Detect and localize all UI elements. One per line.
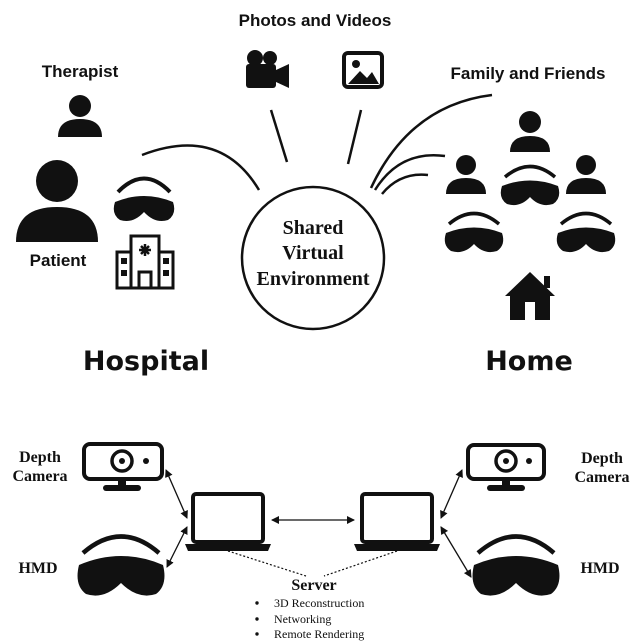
laptop-icon-left [185,492,271,551]
photos-videos-label: Photos and Videos [239,11,392,30]
server-item-2: Networking [274,612,331,626]
family-friends-label: Family and Friends [451,64,606,83]
bullet-icon [255,632,259,636]
depth-camera-icon-right [466,443,546,491]
server-item-1: 3D Reconstruction [274,596,364,610]
depth-camera-icon-left [82,442,164,491]
patient-hmd-icon [113,176,175,221]
depth-camera-right-label-1: Depth [581,450,623,467]
bullet-icon [255,601,259,605]
family-hmd-icon-left [444,211,504,253]
depth-camera-right-label-2: Camera [574,469,629,486]
patient-person-icon [16,160,98,242]
server-dotted-lines [227,550,398,577]
depth-camera-left-label-2: Camera [12,468,67,485]
family-person-icon-left [446,155,486,194]
family-hmd-icon-right [556,211,616,253]
laptop-icon-right [354,492,440,551]
hospital-icon [115,234,175,290]
connection-arrows [165,469,472,578]
therapist-label: Therapist [42,62,119,81]
connection-lines [141,93,493,195]
hmd-right-label: HMD [580,560,619,577]
home-label: Home [485,346,573,377]
image-icon [342,51,384,89]
family-person-icon-top [510,111,550,152]
hmd-left-label: HMD [18,560,57,577]
server-items-list: 3D Reconstruction Networking Remote Rend… [255,596,364,641]
center-text-line1: Shared [283,217,344,239]
shared-environment-circle [240,185,386,331]
patient-label: Patient [30,251,87,270]
hospital-label: Hospital [83,346,209,377]
family-hmd-icon-center [500,164,560,206]
house-icon [505,272,555,320]
server-title: Server [291,577,336,594]
family-person-icon-right [566,155,606,194]
hmd-icon-right [472,534,560,596]
therapist-person-icon [58,95,102,137]
depth-camera-left-label-1: Depth [19,449,61,466]
video-camera-icon [246,50,289,88]
server-item-3: Remote Rendering [274,627,364,641]
hmd-icon-left [77,534,165,596]
bullet-icon [255,617,259,621]
center-text-line3: Environment [257,268,370,290]
center-text-line2: Virtual [282,242,344,264]
